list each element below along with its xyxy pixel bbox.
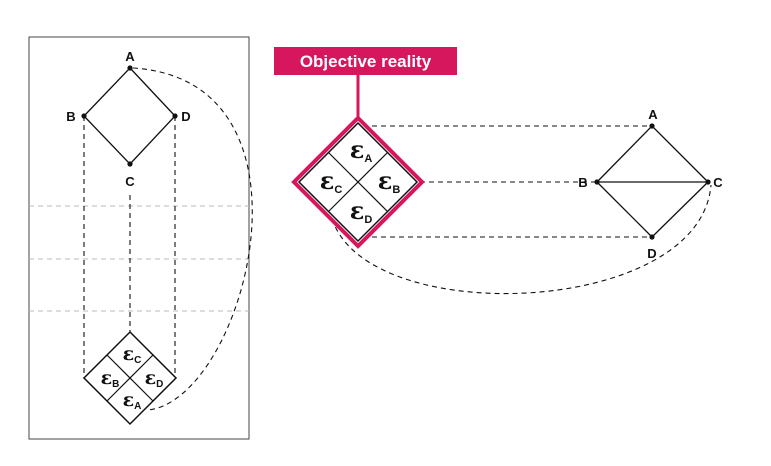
edge-a-d: [129, 67, 176, 117]
node-c-dot: [705, 179, 711, 185]
edge-b-c: [83, 115, 131, 165]
right-cell-bottom: εD: [350, 196, 373, 226]
node-b-dot: [594, 179, 600, 185]
node-a-dot: [649, 123, 655, 129]
objective-reality-banner: [274, 47, 457, 75]
connector-a: [132, 67, 253, 411]
right-grid-outline: [297, 121, 419, 243]
connector-c: [329, 184, 712, 295]
node-d-dot: [172, 113, 178, 119]
node-a-dot: [127, 65, 133, 71]
node-c-label: C: [125, 174, 135, 189]
right-cell-left: εC: [320, 166, 343, 196]
edge-b-d: [596, 181, 653, 238]
objective-reality-label: Objective reality: [300, 52, 432, 71]
edge-d-c: [129, 115, 176, 165]
node-b-dot: [81, 113, 87, 119]
right-cell-top: εA: [350, 135, 373, 165]
node-b-label: B: [66, 109, 75, 124]
node-c-label: C: [713, 175, 723, 190]
left-panel: A B C D εC εB εD εA: [28, 36, 253, 440]
right-cell-right: εB: [378, 166, 401, 196]
left-cell-top: εC: [123, 343, 142, 366]
edge-a-b: [596, 125, 653, 183]
node-d-label: D: [647, 246, 656, 261]
left-grid: εC εB εD εA: [82, 330, 178, 426]
left-cell-right: εD: [145, 367, 164, 390]
right-panel: Objective reality A B C D εA: [274, 47, 723, 295]
node-a-label: A: [125, 49, 135, 64]
node-b-label: B: [578, 175, 587, 190]
edge-a-b: [83, 67, 131, 117]
edge-c-d: [651, 181, 709, 238]
right-grid: εA εC εB εD: [291, 115, 425, 249]
left-panel-frame: [28, 36, 250, 440]
node-d-dot: [649, 234, 655, 240]
node-c-dot: [127, 161, 133, 167]
left-grid-divider: [106, 354, 154, 402]
left-cell-left: εB: [101, 367, 120, 390]
node-d-label: D: [181, 109, 190, 124]
edge-a-c: [651, 125, 709, 183]
left-cell-bottom: εA: [123, 389, 142, 412]
right-grid-divider: [328, 152, 388, 212]
node-a-label: A: [648, 107, 658, 122]
